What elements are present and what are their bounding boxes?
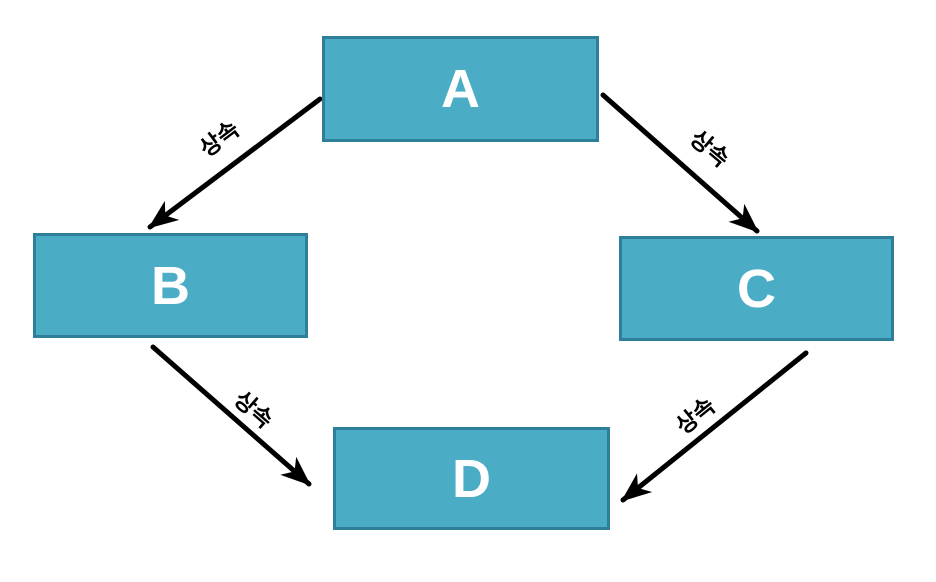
edge-label-b-to-d: 상속 [229, 385, 279, 434]
node-d: D [333, 427, 610, 530]
node-c: C [619, 236, 894, 341]
node-c-label: C [737, 258, 776, 319]
node-a-label: A [441, 59, 480, 119]
node-a: A [322, 36, 599, 142]
node-b: B [33, 233, 308, 338]
arrow-a-to-b [147, 96, 323, 230]
arrow-b-to-d [150, 344, 312, 487]
arrow-a-to-c [600, 92, 760, 234]
edge-label-c-to-d: 상속 [670, 392, 720, 439]
edge-label-a-to-c: 상속 [685, 124, 735, 173]
edge-label-a-to-b: 상속 [194, 115, 244, 162]
node-b-label: B [151, 255, 190, 316]
arrow-c-to-d [620, 350, 809, 503]
node-d-label: D [452, 448, 491, 509]
